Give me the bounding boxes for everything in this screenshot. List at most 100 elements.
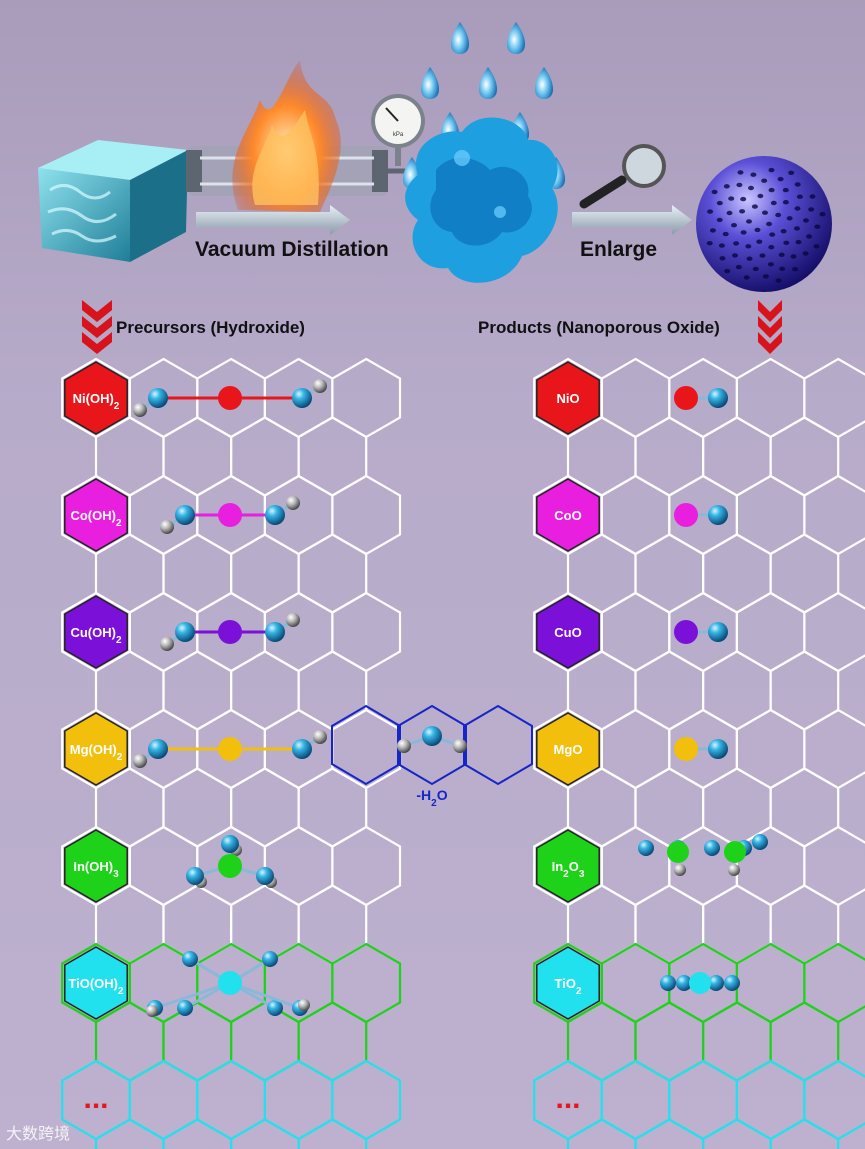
grid-hexagon: [568, 418, 636, 496]
pore: [808, 207, 814, 211]
hydrogen-atom: [160, 520, 174, 534]
pore: [717, 201, 723, 205]
oxygen-atom: [256, 867, 274, 885]
oxygen-atom: [175, 622, 195, 642]
pore: [795, 182, 801, 186]
pore: [755, 228, 761, 232]
molecule-models: [133, 379, 768, 1017]
pore: [766, 222, 772, 226]
water-drop-icon: [479, 67, 497, 99]
metal-atom: [218, 503, 242, 527]
grid-hexagon: [332, 593, 400, 671]
pore: [756, 240, 762, 244]
grid-hexagon: [231, 418, 299, 496]
metal-atom: [689, 972, 711, 994]
oxygen-atom: [752, 834, 768, 850]
pore: [731, 223, 737, 227]
pore: [810, 194, 816, 198]
pore: [806, 234, 812, 238]
grid-hexagon: [636, 418, 704, 496]
grid-hexagon: [231, 1003, 299, 1081]
nanoporous-cluster: [405, 118, 558, 283]
grid-hexagon: [299, 886, 367, 964]
pore: [783, 241, 789, 245]
pore: [747, 257, 753, 261]
grid-hexagon: [299, 418, 367, 496]
grid-hexagon: [197, 1061, 265, 1139]
pore: [750, 173, 756, 177]
pore: [783, 200, 789, 204]
pore: [787, 216, 793, 220]
grid-hexagon: [636, 1120, 704, 1149]
oxygen-atom: [265, 622, 285, 642]
grid-hexagon: [96, 418, 164, 496]
grid-hexagon: [332, 359, 400, 437]
grid-hexagon: [636, 886, 704, 964]
grid-hexagon: [771, 652, 839, 730]
grid-hexagon: [804, 944, 865, 1022]
pore: [797, 195, 803, 199]
pore: [724, 184, 730, 188]
pore: [776, 278, 782, 282]
grid-hexagon: [231, 652, 299, 730]
metal-atom: [674, 620, 698, 644]
grid-hexagon: [737, 1061, 805, 1139]
bulk-cube: [38, 140, 188, 262]
oxygen-atom: [265, 505, 285, 525]
grid-hexagon: [568, 886, 636, 964]
pore: [728, 196, 734, 200]
hydrogen-atom: [298, 999, 310, 1011]
pore: [795, 206, 801, 210]
pore: [763, 274, 769, 278]
oxygen-atom: [292, 388, 312, 408]
grid-hexagon: [299, 1003, 367, 1081]
pore: [760, 253, 766, 257]
grid-hexagon: [96, 652, 164, 730]
grid-hexagon: [164, 886, 232, 964]
grid-hexagon: [568, 652, 636, 730]
grid-hexagon: [636, 652, 704, 730]
grid-hexagon: [602, 827, 670, 905]
oxygen-atom: [708, 505, 728, 525]
gauge-unit: kPa: [393, 132, 404, 138]
grid-hexagon: [164, 652, 232, 730]
grid-hexagon: [231, 535, 299, 613]
oxygen-atom: [186, 867, 204, 885]
product-label-3: MgO: [554, 742, 583, 757]
pore: [738, 170, 744, 174]
grid-hexagon: [164, 418, 232, 496]
pore: [757, 194, 763, 198]
pore: [745, 244, 751, 248]
pore: [727, 211, 733, 215]
product-label-1: CoO: [554, 508, 581, 523]
product-label-2: CuO: [554, 625, 581, 640]
grid-hexagon: [231, 886, 299, 964]
grid-hexagon: [737, 359, 805, 437]
grid-hexagon: [804, 827, 865, 905]
grid-hexagon: [568, 1003, 636, 1081]
pore: [771, 201, 777, 205]
grid-hexagon: [737, 476, 805, 554]
hydrogen-atom: [397, 739, 411, 753]
grid-hexagon: [737, 944, 805, 1022]
pore: [768, 262, 774, 266]
pore: [781, 229, 787, 233]
hydrogen-atom: [286, 496, 300, 510]
grid-hexagon: [804, 359, 865, 437]
grid-hexagon: [96, 769, 164, 847]
hydrogen-atom: [133, 403, 147, 417]
metal-atom: [218, 620, 242, 644]
magnifier-icon: [584, 146, 664, 204]
grid-hexagon: [130, 1061, 198, 1139]
pore: [769, 188, 775, 192]
grid-hexagon: [332, 710, 400, 788]
grid-hexagon: [231, 769, 299, 847]
water-drop-icon: [451, 22, 469, 54]
pore: [796, 240, 802, 244]
grid-hexagon: [602, 476, 670, 554]
grid-hexagon: [804, 476, 865, 554]
hydrogen-atom: [674, 864, 686, 876]
metal-atom: [218, 971, 242, 995]
nanoporous-sphere: [696, 156, 832, 292]
